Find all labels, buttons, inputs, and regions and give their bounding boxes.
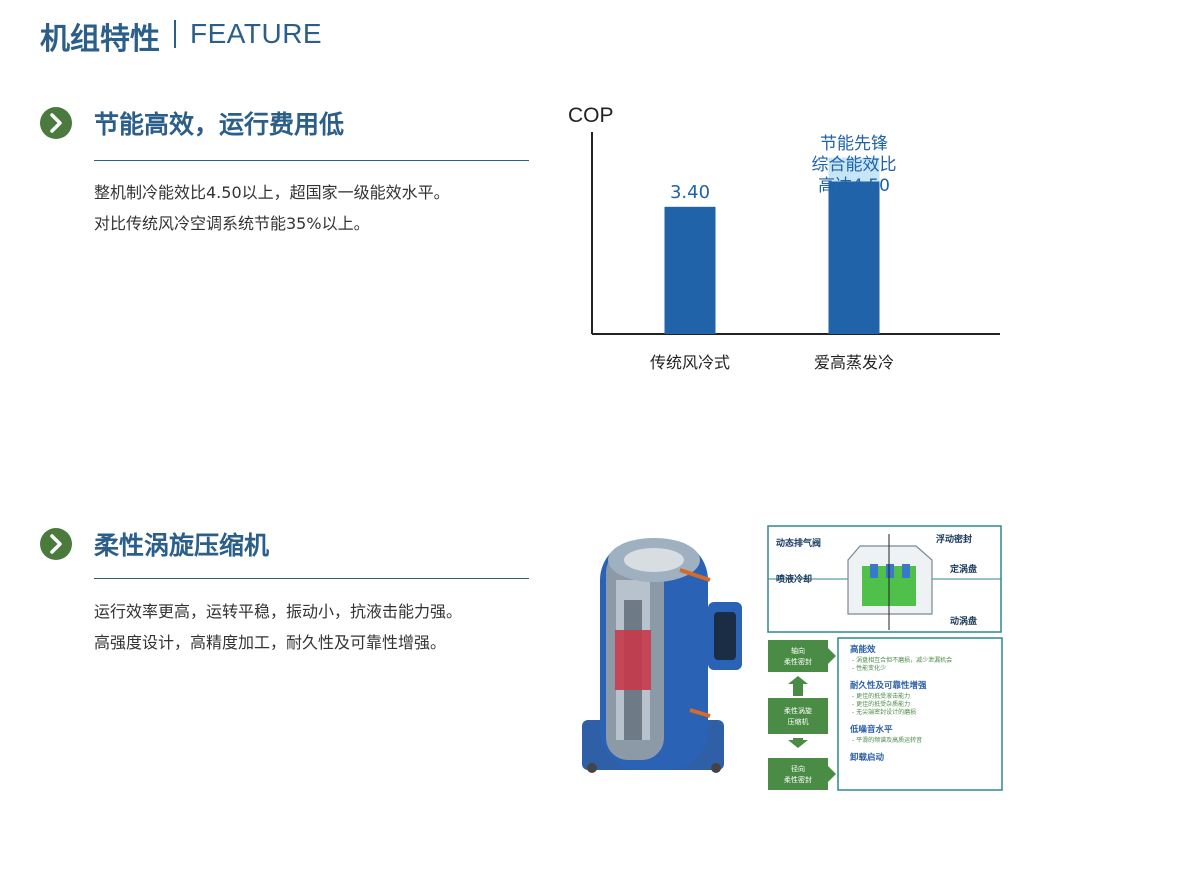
box-axial-seal <box>768 640 828 672</box>
box-radial-seal-line1: 径向 <box>791 764 805 773</box>
section-divider <box>94 160 529 161</box>
label-liquid-injection: 喷液冷却 <box>776 573 812 585</box>
section-text-line: 运行效率更高，运转平稳，振动小，抗液击能力强。 <box>94 602 463 621</box>
label-discharge-valve: 动态排气阀 <box>776 537 821 549</box>
section-text-line: 整机制冷能效比4.50以上，超国家一级能效水平。 <box>94 183 450 202</box>
feature-item: - 更佳的抵受杂质能力 <box>852 700 910 708</box>
feature-item: - 涡盘相互合但不磨损，减少泄漏机会 <box>852 656 952 664</box>
box-radial-seal-line2: 柔性密封 <box>784 775 812 784</box>
box-compliant-scroll <box>768 698 828 734</box>
compressor-illustration <box>582 538 742 773</box>
chart-value-label: 3.40 <box>670 182 710 203</box>
feature-heading: 卸载启动 <box>850 752 885 763</box>
feature-item: - 无尖端密封设计的磨损 <box>852 708 916 716</box>
label-orbiting-scroll: 动涡盘 <box>950 615 977 627</box>
box-compliant-scroll-line2: 压缩机 <box>788 717 809 726</box>
feature-heading: 耐久性及可靠性增强 <box>850 680 927 691</box>
chart-annotation-line: 综合能效比 <box>812 155 897 175</box>
feature-heading: 高能效 <box>850 644 876 655</box>
chart-annotation-line: 节能先锋 <box>820 134 888 154</box>
chart-annotation-line: 高达4.50 <box>818 176 890 196</box>
label-fixed-scroll: 定涡盘 <box>949 563 977 575</box>
feature-list-box <box>837 637 1003 791</box>
chart-ylabel: COP <box>568 104 614 127</box>
chevron-right-icon <box>40 107 72 139</box>
page-subtitle: FEATURE <box>190 18 323 49</box>
box-axial-seal-line1: 轴向 <box>791 646 805 655</box>
box-compliant-scroll-line1: 柔性涡旋 <box>784 706 812 715</box>
scroll-compressor-graphic: 动态排气阀 浮动密封 喷液冷却 定涡盘 动涡盘 轴向 柔性密封 柔性涡旋 压缩机… <box>582 525 1003 791</box>
label-floating-seal: 浮动密封 <box>936 533 972 545</box>
feature-heading: 低噪音水平 <box>849 724 893 735</box>
chevron-right-icon <box>40 528 72 560</box>
section-text-line: 对比传统风冷空调系统节能35%以上。 <box>94 214 370 233</box>
feature-item: - 平滑的频谱及高质运转音 <box>852 736 922 744</box>
section-text-line: 高强度设计，高精度加工，耐久性及可靠性增强。 <box>94 633 447 652</box>
title-divider <box>174 20 176 48</box>
chart-category-label: 爱高蒸发冷 <box>814 353 894 372</box>
chart-bar-2-highlight <box>828 157 880 182</box>
section-divider <box>94 578 529 579</box>
box-axial-seal-line2: 柔性密封 <box>784 657 812 666</box>
feature-item: - 性能变化少 <box>852 664 886 672</box>
chart-bar-2 <box>828 181 880 334</box>
chart-category-label: 传统风冷式 <box>650 353 730 372</box>
section-title-efficiency: 节能高效，运行费用低 <box>94 110 345 139</box>
box-radial-seal <box>768 758 828 790</box>
section-title-compressor: 柔性涡旋压缩机 <box>94 531 270 560</box>
chart-bar-1 <box>664 206 716 334</box>
page-title: 机组特性 <box>40 22 160 57</box>
feature-item: - 更佳的抵受液击能力 <box>852 692 910 700</box>
